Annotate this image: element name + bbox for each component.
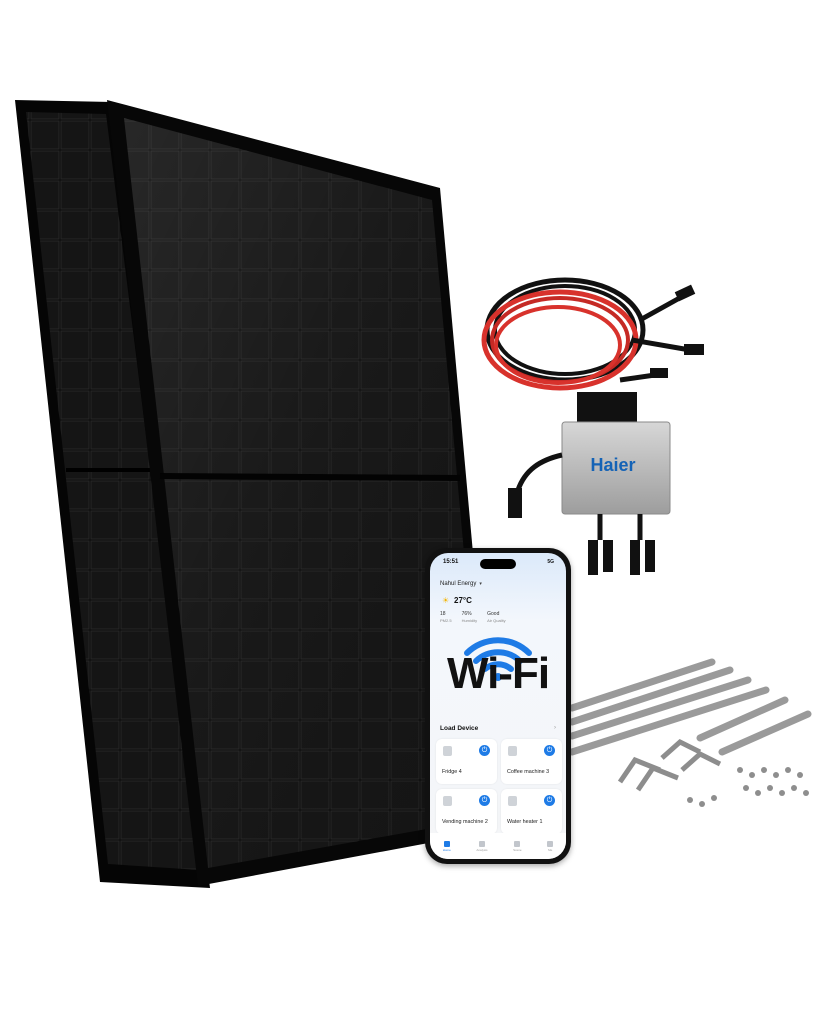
app-title[interactable]: Nahul Energy▾ xyxy=(440,581,482,587)
device-card-vending[interactable]: ⏻ Vending machine 2 xyxy=(436,789,497,834)
phone-screen: 15:51 5G Nahul Energy▾ ☀ 27°C 18 PM2.5 7… xyxy=(430,553,566,859)
smartphone: 15:51 5G Nahul Energy▾ ☀ 27°C 18 PM2.5 7… xyxy=(425,548,571,864)
solar-panel-back xyxy=(15,100,210,888)
temperature: 27°C xyxy=(454,596,472,605)
metric-pm25: 18 PM2.5 xyxy=(440,611,452,623)
chevron-right-icon[interactable]: › xyxy=(554,725,556,731)
chart-icon xyxy=(478,840,485,847)
inverter-brand-logo: Haier xyxy=(590,455,636,475)
mounting-screws xyxy=(687,767,809,807)
mounting-rails xyxy=(568,658,812,756)
wifi-banner: Wi-Fi xyxy=(446,649,550,698)
solar-panel-front xyxy=(107,100,498,886)
coffee-icon xyxy=(508,746,517,756)
metric-air-quality: Good Air Quality xyxy=(487,611,506,623)
fridge-icon xyxy=(443,746,452,756)
power-icon[interactable]: ⏻ xyxy=(544,795,555,806)
status-signal: 5G xyxy=(547,559,554,565)
vending-icon xyxy=(443,796,452,806)
microinverter xyxy=(508,392,671,575)
device-card-coffee[interactable]: ⏻ Coffee machine 3 xyxy=(501,739,562,784)
device-card-fridge[interactable]: ⏻ Fridge 4 xyxy=(436,739,497,784)
device-card-heater[interactable]: ⏻ Water heater 1 xyxy=(501,789,562,834)
power-icon[interactable]: ⏻ xyxy=(544,745,555,756)
home-icon xyxy=(443,840,450,847)
user-icon xyxy=(547,840,554,847)
scene-icon xyxy=(514,840,521,847)
tab-me[interactable]: Me xyxy=(547,840,554,852)
dynamic-island xyxy=(480,559,516,569)
sun-icon: ☀ xyxy=(442,596,450,605)
tab-scene[interactable]: Scene xyxy=(513,840,522,852)
power-icon[interactable]: ⏻ xyxy=(479,795,490,806)
load-device-title: Load Device xyxy=(440,725,479,732)
status-time: 15:51 xyxy=(443,559,459,565)
tab-bar: Home Analysis Scene Me xyxy=(430,833,566,859)
tab-home[interactable]: Home xyxy=(443,840,451,852)
mounting-brackets xyxy=(617,739,722,792)
heater-icon xyxy=(508,796,517,806)
weather-metrics: 18 PM2.5 76% Humidity Good Air Quality xyxy=(440,611,506,623)
tab-analysis[interactable]: Analysis xyxy=(476,840,488,852)
metric-humidity: 76% Humidity xyxy=(461,611,478,623)
power-icon[interactable]: ⏻ xyxy=(479,745,490,756)
chevron-down-icon: ▾ xyxy=(479,581,482,587)
cable-bundle xyxy=(481,277,704,391)
wifi-icon xyxy=(464,637,532,681)
